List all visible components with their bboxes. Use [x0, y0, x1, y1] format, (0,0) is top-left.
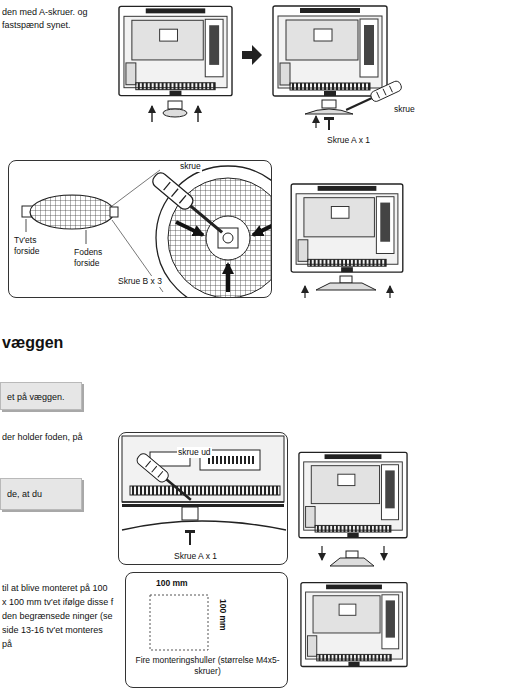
drawing-rect [340, 276, 352, 283]
drawing-rect [122, 504, 284, 507]
drawing-rect [182, 507, 198, 520]
drawing-line [328, 120, 330, 130]
part-label: skrue [179, 161, 202, 172]
drawing-line [189, 533, 191, 545]
drawing-rect [110, 207, 118, 217]
drawing-rect [168, 101, 182, 109]
drawing-path [316, 283, 376, 290]
drawing-line [122, 501, 284, 503]
note-text: et på væggen. [7, 391, 65, 403]
drawing-circle [223, 233, 233, 243]
part-label: Skrue B x 3 [117, 276, 163, 287]
drawing-line [197, 106, 198, 122]
drawing-g [150, 170, 227, 238]
drawing-line [315, 116, 316, 128]
drawing-line [26, 219, 27, 232]
drawing-use [119, 6, 232, 95]
tv-with-stand [291, 184, 403, 298]
note-box: de, at du [0, 478, 82, 510]
dimension-box: 100 mm 100 mm Fire monteringshuller (størr… [125, 572, 288, 688]
part-label: Skrue A x 1 [173, 551, 218, 562]
drawing-line [304, 286, 305, 298]
tv-back-after [273, 6, 403, 130]
drawing-path [330, 558, 374, 566]
drawing-ellipse [163, 109, 187, 117]
drawing-use [291, 184, 403, 272]
screw-out-detail [122, 436, 286, 545]
part-label: Skrue A x 1 [326, 134, 371, 147]
tv-stand-removed [299, 452, 407, 566]
drawing-line [112, 220, 163, 292]
part-label: Tv'ets forside [13, 235, 55, 257]
tv-back-wall [301, 583, 407, 667]
dimension: 100 mm [156, 578, 188, 589]
drawing-line [176, 222, 203, 235]
drawing-rect [185, 530, 195, 533]
part-label: skrue [393, 103, 416, 116]
detail-inset: skrue ud Skrue A x 1 [118, 432, 288, 565]
drawing-line [151, 106, 152, 122]
vesa-square [150, 595, 208, 650]
drawing-use [299, 452, 407, 537]
caption-text: Fire monteringshuller (størrelse M4x5-sk… [134, 655, 281, 677]
drawing-ellipse [30, 195, 114, 229]
note-box: et på væggen. [0, 382, 82, 410]
drawing-rect [324, 117, 334, 120]
drawing-line [253, 222, 271, 235]
detail-inset: skrueTv'ets forsideFodens forsideSkrue B… [8, 160, 272, 298]
body-text: den med A-skruer. og fastspænd synet. [2, 6, 98, 32]
dimension: 100 mm [217, 599, 228, 631]
part-label: skrue ud [177, 447, 212, 458]
body-text: der holder foden, på [2, 431, 83, 444]
drawing-use [273, 6, 387, 96]
drawing-rect [130, 486, 280, 495]
drawing-path [305, 109, 353, 114]
drawing-line [389, 286, 390, 298]
drawing-path [122, 521, 286, 530]
section-heading: væggen [2, 333, 63, 353]
drawing-line [86, 230, 87, 244]
drawing-use [135, 452, 195, 505]
part-label: Fodens forside [73, 247, 119, 269]
drawing-line [226, 264, 230, 292]
body-text: til at blive monteret på 100 x 100 mm tv… [2, 581, 114, 651]
step-arrow [242, 45, 262, 65]
drawing-rect [346, 551, 358, 558]
drawing-g [135, 452, 195, 505]
drawing-rect [206, 456, 254, 464]
drawing-line [383, 546, 384, 560]
drawing-line [112, 170, 160, 206]
note-text: de, at du [7, 488, 42, 500]
drawing-use [150, 170, 227, 238]
tv-back-before [119, 6, 232, 122]
drawing-line [321, 546, 322, 560]
stand-detail [22, 166, 271, 297]
drawing-rect [322, 100, 336, 108]
